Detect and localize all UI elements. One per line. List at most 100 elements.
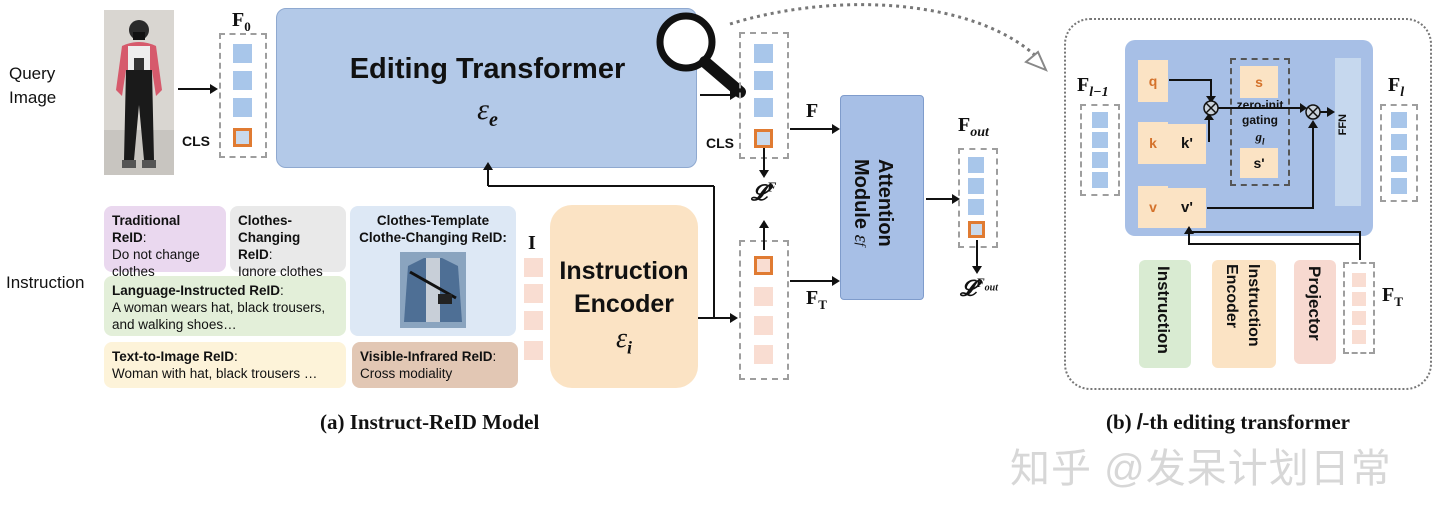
f0-token <box>233 44 252 63</box>
instruction-encoder-small-label: Instruction Encoder <box>1223 264 1262 347</box>
fout-token-stack <box>958 148 998 248</box>
q-box: q <box>1138 60 1168 102</box>
ft-token-stack <box>739 240 789 380</box>
ft-cls-token <box>754 256 773 275</box>
attention-module-block: Attention Module εf <box>840 95 924 300</box>
loss-fout: 𝓛Fout <box>960 275 999 301</box>
ft-token <box>754 345 773 364</box>
instruction-text-to-image: Text-to-Image ReID:Woman with hat, black… <box>104 342 346 388</box>
arrow-to-loss-fout <box>972 240 982 274</box>
instruction-clothes-template: Clothes-Template Clothe-Changing ReID: <box>350 206 516 336</box>
cls-label-right: CLS <box>706 135 734 151</box>
instruction-block: Instruction <box>1139 260 1191 368</box>
fl-minus-token <box>1092 132 1108 148</box>
fl-token-stack <box>1380 104 1418 202</box>
k-box: k <box>1138 122 1168 164</box>
arrow-to-loss-f <box>759 148 769 178</box>
right-ft-token <box>1352 273 1366 287</box>
ffn-block: FFN <box>1335 58 1361 206</box>
loss-f: 𝓛F <box>751 180 777 205</box>
query-image-label: Query Image <box>9 64 57 107</box>
arrow-ft-up <box>759 220 769 250</box>
encoder-to-editing-arrows <box>483 162 738 323</box>
zero-init-gating-region <box>1230 58 1290 186</box>
fout-cls-token <box>968 221 985 238</box>
instruction-encoder-block: Instruction Encoder εi <box>550 205 698 388</box>
attention-module-title: Attention Module εf <box>850 159 896 247</box>
instruction-visible-infrared: Visible-Infrared ReID:Cross modiality <box>352 342 518 388</box>
right-ft-token <box>1352 292 1366 306</box>
k-prime-box: k' <box>1168 124 1206 164</box>
f-token <box>754 71 773 90</box>
fl-minus-token <box>1092 112 1108 128</box>
fl-minus-token <box>1092 152 1108 168</box>
clothes-template-image <box>400 252 466 328</box>
right-ft-label: FT <box>1382 284 1403 309</box>
fl-token <box>1391 156 1407 172</box>
f-label: F <box>806 100 819 122</box>
f0-token <box>233 71 252 90</box>
i-token <box>524 341 543 360</box>
ft-token <box>754 316 773 335</box>
i-token <box>524 258 543 277</box>
instruction-traditional: Traditional ReID:Do not change clothes <box>104 206 226 279</box>
arrow-ft-to-attention <box>790 276 840 286</box>
s-prime-box: s' <box>1240 148 1278 178</box>
fl-token <box>1391 178 1407 194</box>
editing-transformer-detail-frame <box>1064 18 1432 390</box>
watermark: 知乎 @发呆计划日常 <box>1010 447 1392 491</box>
f-token <box>754 44 773 63</box>
arrow-image-to-f0 <box>178 84 218 94</box>
magnifier-icon <box>656 12 746 98</box>
instruction-language: Language-Instructed ReID:A woman wears h… <box>104 276 346 336</box>
right-ft-token-stack <box>1343 262 1375 354</box>
instruction-clothes-changing: Clothes-Changing ReID:Ignore clothes <box>230 206 346 279</box>
arrow-f-to-attention <box>790 124 840 134</box>
f0-token-stack <box>219 33 267 158</box>
fout-token <box>968 178 984 194</box>
g-label: gl <box>1255 129 1265 147</box>
ft-label: FT <box>806 287 827 312</box>
v-prime-box: v' <box>1168 188 1206 228</box>
f-cls-token <box>754 129 773 148</box>
f0-cls-token <box>233 128 252 147</box>
instruction-encoder-title: Instruction Encoder <box>559 257 689 318</box>
f0-token <box>233 98 252 117</box>
instruction-block-label: Instruction <box>1154 266 1173 354</box>
attention-internal-arrows <box>1169 79 1361 245</box>
editing-transformer-symbol: εe <box>477 93 498 131</box>
fl-label: Fl <box>1388 74 1405 100</box>
fout-token <box>968 199 984 215</box>
f-token-stack <box>739 32 789 159</box>
right-ft-token <box>1352 330 1366 344</box>
i-token <box>524 311 543 330</box>
instruction-encoder-small-block: Instruction Encoder <box>1212 260 1276 368</box>
projector-label: Projector <box>1305 266 1324 341</box>
caption-a: (a) Instruct-ReID Model <box>320 410 540 434</box>
instruction-label: Instruction <box>6 273 85 292</box>
zoom-connector-arrow <box>729 3 1048 72</box>
editing-transformer-block: Editing Transformer εe <box>276 8 697 168</box>
fl-minus-token <box>1092 172 1108 188</box>
s-box: s <box>1240 66 1278 98</box>
query-person-image <box>104 10 174 175</box>
arrow-attention-to-fout <box>926 194 960 204</box>
ft-to-v-arrow <box>1184 226 1361 260</box>
i-token <box>524 284 543 303</box>
instruction-encoder-symbol: εi <box>615 323 633 358</box>
fl-token <box>1391 134 1407 150</box>
ft-token <box>754 287 773 306</box>
cls-label-left: CLS <box>182 133 210 149</box>
fout-token <box>968 157 984 173</box>
right-ft-token <box>1352 311 1366 325</box>
editing-transformer-title: Editing Transformer <box>349 53 626 85</box>
f0-label: F0 <box>232 9 251 34</box>
projector-block: Projector <box>1294 260 1336 364</box>
arrow-editing-to-f <box>700 90 738 100</box>
i-label: I <box>528 232 536 254</box>
fl-minus-label: Fl−1 <box>1077 74 1109 100</box>
fl-minus-token-stack <box>1080 104 1120 196</box>
fout-label: Fout <box>958 114 989 140</box>
caption-b: (b) 𝑙-th editing transformer <box>1106 410 1350 434</box>
f-token <box>754 98 773 117</box>
